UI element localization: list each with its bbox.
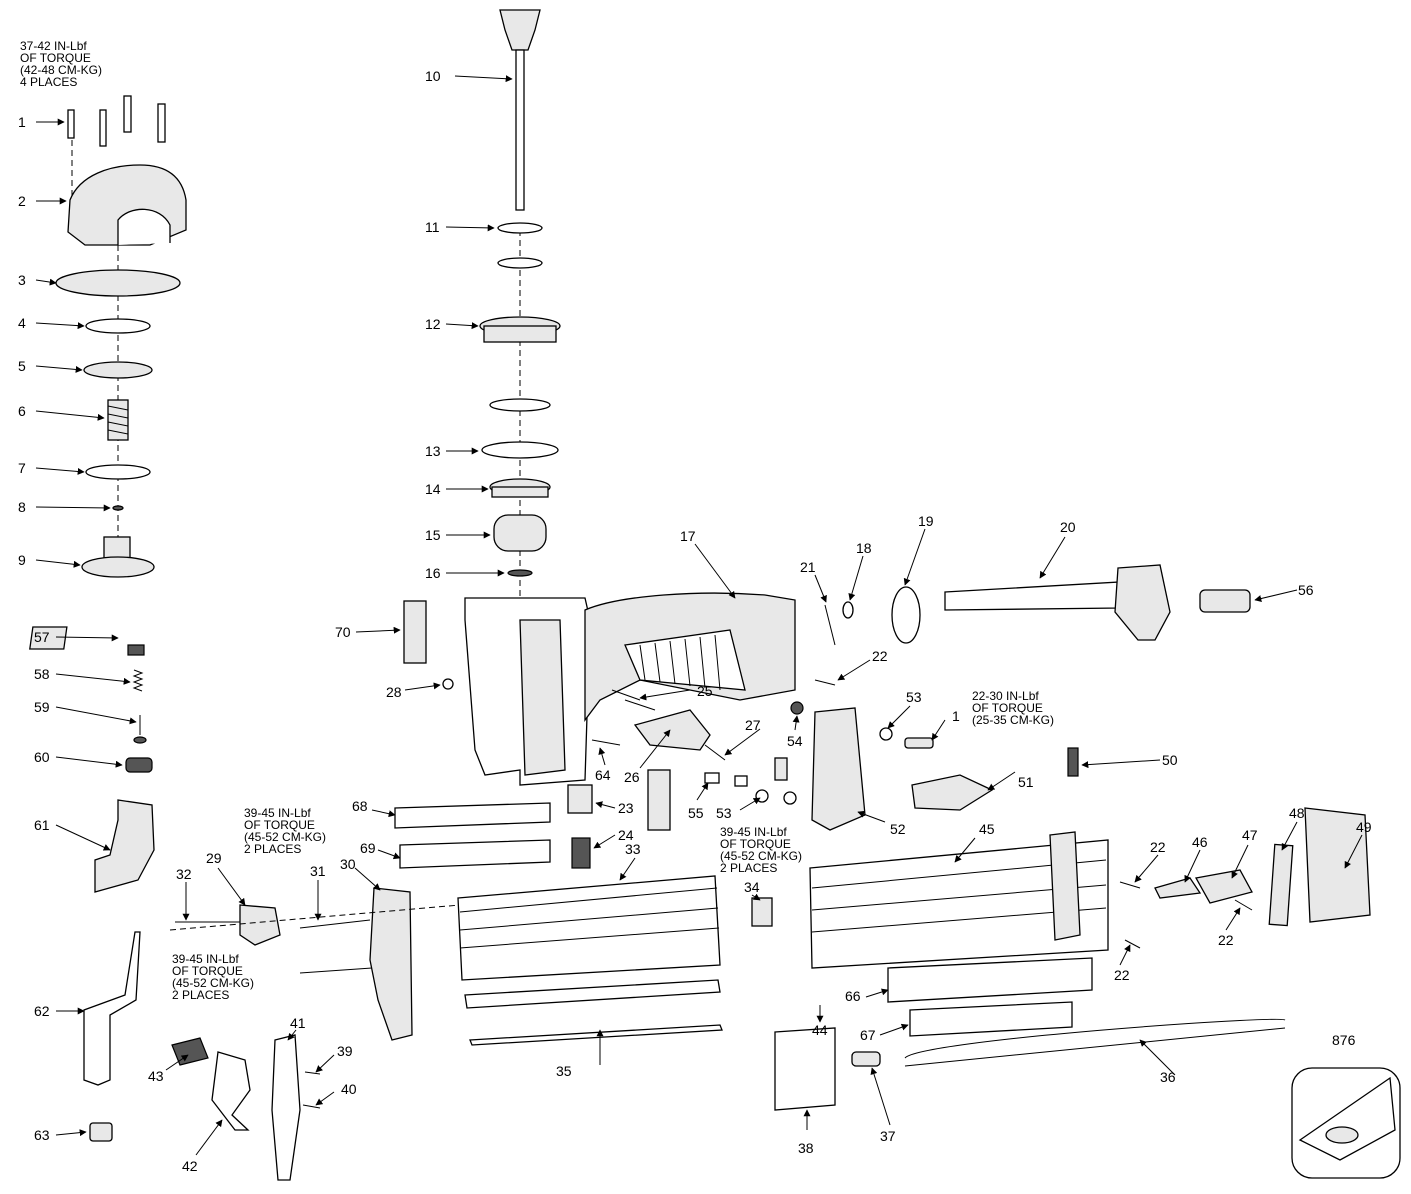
part-label-38: 38	[798, 1140, 814, 1156]
part-label-66: 66	[845, 988, 861, 1004]
part-label-3: 3	[18, 272, 26, 288]
part-label-54: 54	[787, 733, 803, 749]
part-label-20: 20	[1060, 519, 1076, 535]
part-label-30: 30	[340, 856, 356, 872]
part-label-15: 15	[425, 527, 441, 543]
part-label-46: 46	[1192, 834, 1208, 850]
torque-note-center: 39-45 IN-Lbf OF TORQUE (45-52 CM-KG) 2 P…	[720, 825, 805, 875]
part-label-55: 55	[688, 805, 704, 821]
part-label-34: 34	[744, 879, 760, 895]
part-label-4: 4	[18, 315, 26, 331]
cap-assembly	[55, 95, 187, 578]
part-label-32: 32	[176, 866, 192, 882]
part-label-1: 1	[952, 708, 960, 724]
part-label-59: 59	[34, 699, 50, 715]
part-label-27: 27	[745, 717, 761, 733]
part-label-33: 33	[625, 841, 641, 857]
part-label-5: 5	[18, 358, 26, 374]
part-label-47: 47	[1242, 827, 1258, 843]
part-label-60: 60	[34, 749, 50, 765]
part-label-6: 6	[18, 403, 26, 419]
part-label-16: 16	[425, 565, 441, 581]
part-label-21: 21	[800, 559, 816, 575]
part-label-50: 50	[1162, 752, 1178, 768]
part-label-37: 37	[880, 1128, 896, 1144]
tool-body	[403, 592, 796, 869]
part-label-10: 10	[425, 68, 441, 84]
part-label-8: 8	[18, 499, 26, 515]
piston-stack	[479, 9, 561, 600]
part-label-49: 49	[1356, 819, 1372, 835]
part-label-39: 39	[337, 1043, 353, 1059]
part-label-31: 31	[310, 863, 326, 879]
part-label-22: 22	[1218, 932, 1234, 948]
part-label-17: 17	[680, 528, 696, 544]
part-label-51: 51	[1018, 774, 1034, 790]
part-label-62: 62	[34, 1003, 50, 1019]
part-label-14: 14	[425, 481, 441, 497]
part-label-13: 13	[425, 443, 441, 459]
part-label-19: 19	[918, 513, 934, 529]
part-label-44: 44	[812, 1022, 828, 1038]
torque-note-lower-left: 39-45 IN-Lbf OF TORQUE (45-52 CM-KG) 2 P…	[172, 952, 257, 1002]
magazine-assembly	[169, 802, 1371, 1111]
part-label-43: 43	[148, 1068, 164, 1084]
part-label-7: 7	[18, 460, 26, 476]
part-label-12: 12	[425, 316, 441, 332]
part-label-57: 57	[34, 629, 50, 645]
part-label-64: 64	[595, 767, 611, 783]
part-label-67: 67	[860, 1027, 876, 1043]
part-label-52: 52	[890, 821, 906, 837]
part-label-22: 22	[1150, 839, 1166, 855]
part-label-23: 23	[618, 800, 634, 816]
part-label-45: 45	[979, 821, 995, 837]
part-label-41: 41	[290, 1015, 306, 1031]
torque-note-upper-mid: 39-45 IN-Lbf OF TORQUE (45-52 CM-KG) 2 P…	[244, 806, 329, 856]
part-label-63: 63	[34, 1127, 50, 1143]
part-label-26: 26	[624, 769, 640, 785]
part-label-28: 28	[386, 684, 402, 700]
part-label-61: 61	[34, 817, 50, 833]
part-label-56: 56	[1298, 582, 1314, 598]
part-label-69: 69	[360, 840, 376, 856]
kit-876-inset	[1291, 1067, 1401, 1179]
leader-lines	[35, 75, 1363, 1156]
part-label-22: 22	[1114, 967, 1130, 983]
part-label-58: 58	[34, 666, 50, 682]
air-inlet-assembly	[704, 564, 1251, 831]
torque-note-right: 22-30 IN-Lbf OF TORQUE (25-35 CM-KG)	[972, 689, 1054, 727]
part-label-25: 25	[697, 683, 713, 699]
torque-note-top-left: 37-42 IN-Lbf OF TORQUE (42-48 CM-KG) 4 P…	[20, 39, 105, 89]
part-label-70: 70	[335, 624, 351, 640]
part-label-2: 2	[18, 193, 26, 209]
part-label-29: 29	[206, 850, 222, 866]
part-label-53: 53	[716, 805, 732, 821]
adjuster-assembly	[29, 626, 155, 1142]
part-label-1: 1	[18, 114, 26, 130]
part-label-42: 42	[182, 1158, 198, 1174]
part-label-48: 48	[1289, 805, 1305, 821]
part-label-53: 53	[906, 689, 922, 705]
part-label-35: 35	[556, 1063, 572, 1079]
part-label-11: 11	[425, 219, 440, 235]
part-label-9: 9	[18, 552, 26, 568]
part-label-22: 22	[872, 648, 888, 664]
part-label-68: 68	[352, 798, 368, 814]
part-label-876: 876	[1332, 1032, 1356, 1048]
part-label-24: 24	[618, 827, 634, 843]
part-number-labels: 1 2 3 4 5 6 7 8 9 10 11 12 13 14 15 16 1…	[18, 68, 1372, 1174]
part-label-18: 18	[856, 540, 872, 556]
part-label-40: 40	[341, 1081, 357, 1097]
part-label-36: 36	[1160, 1069, 1176, 1085]
